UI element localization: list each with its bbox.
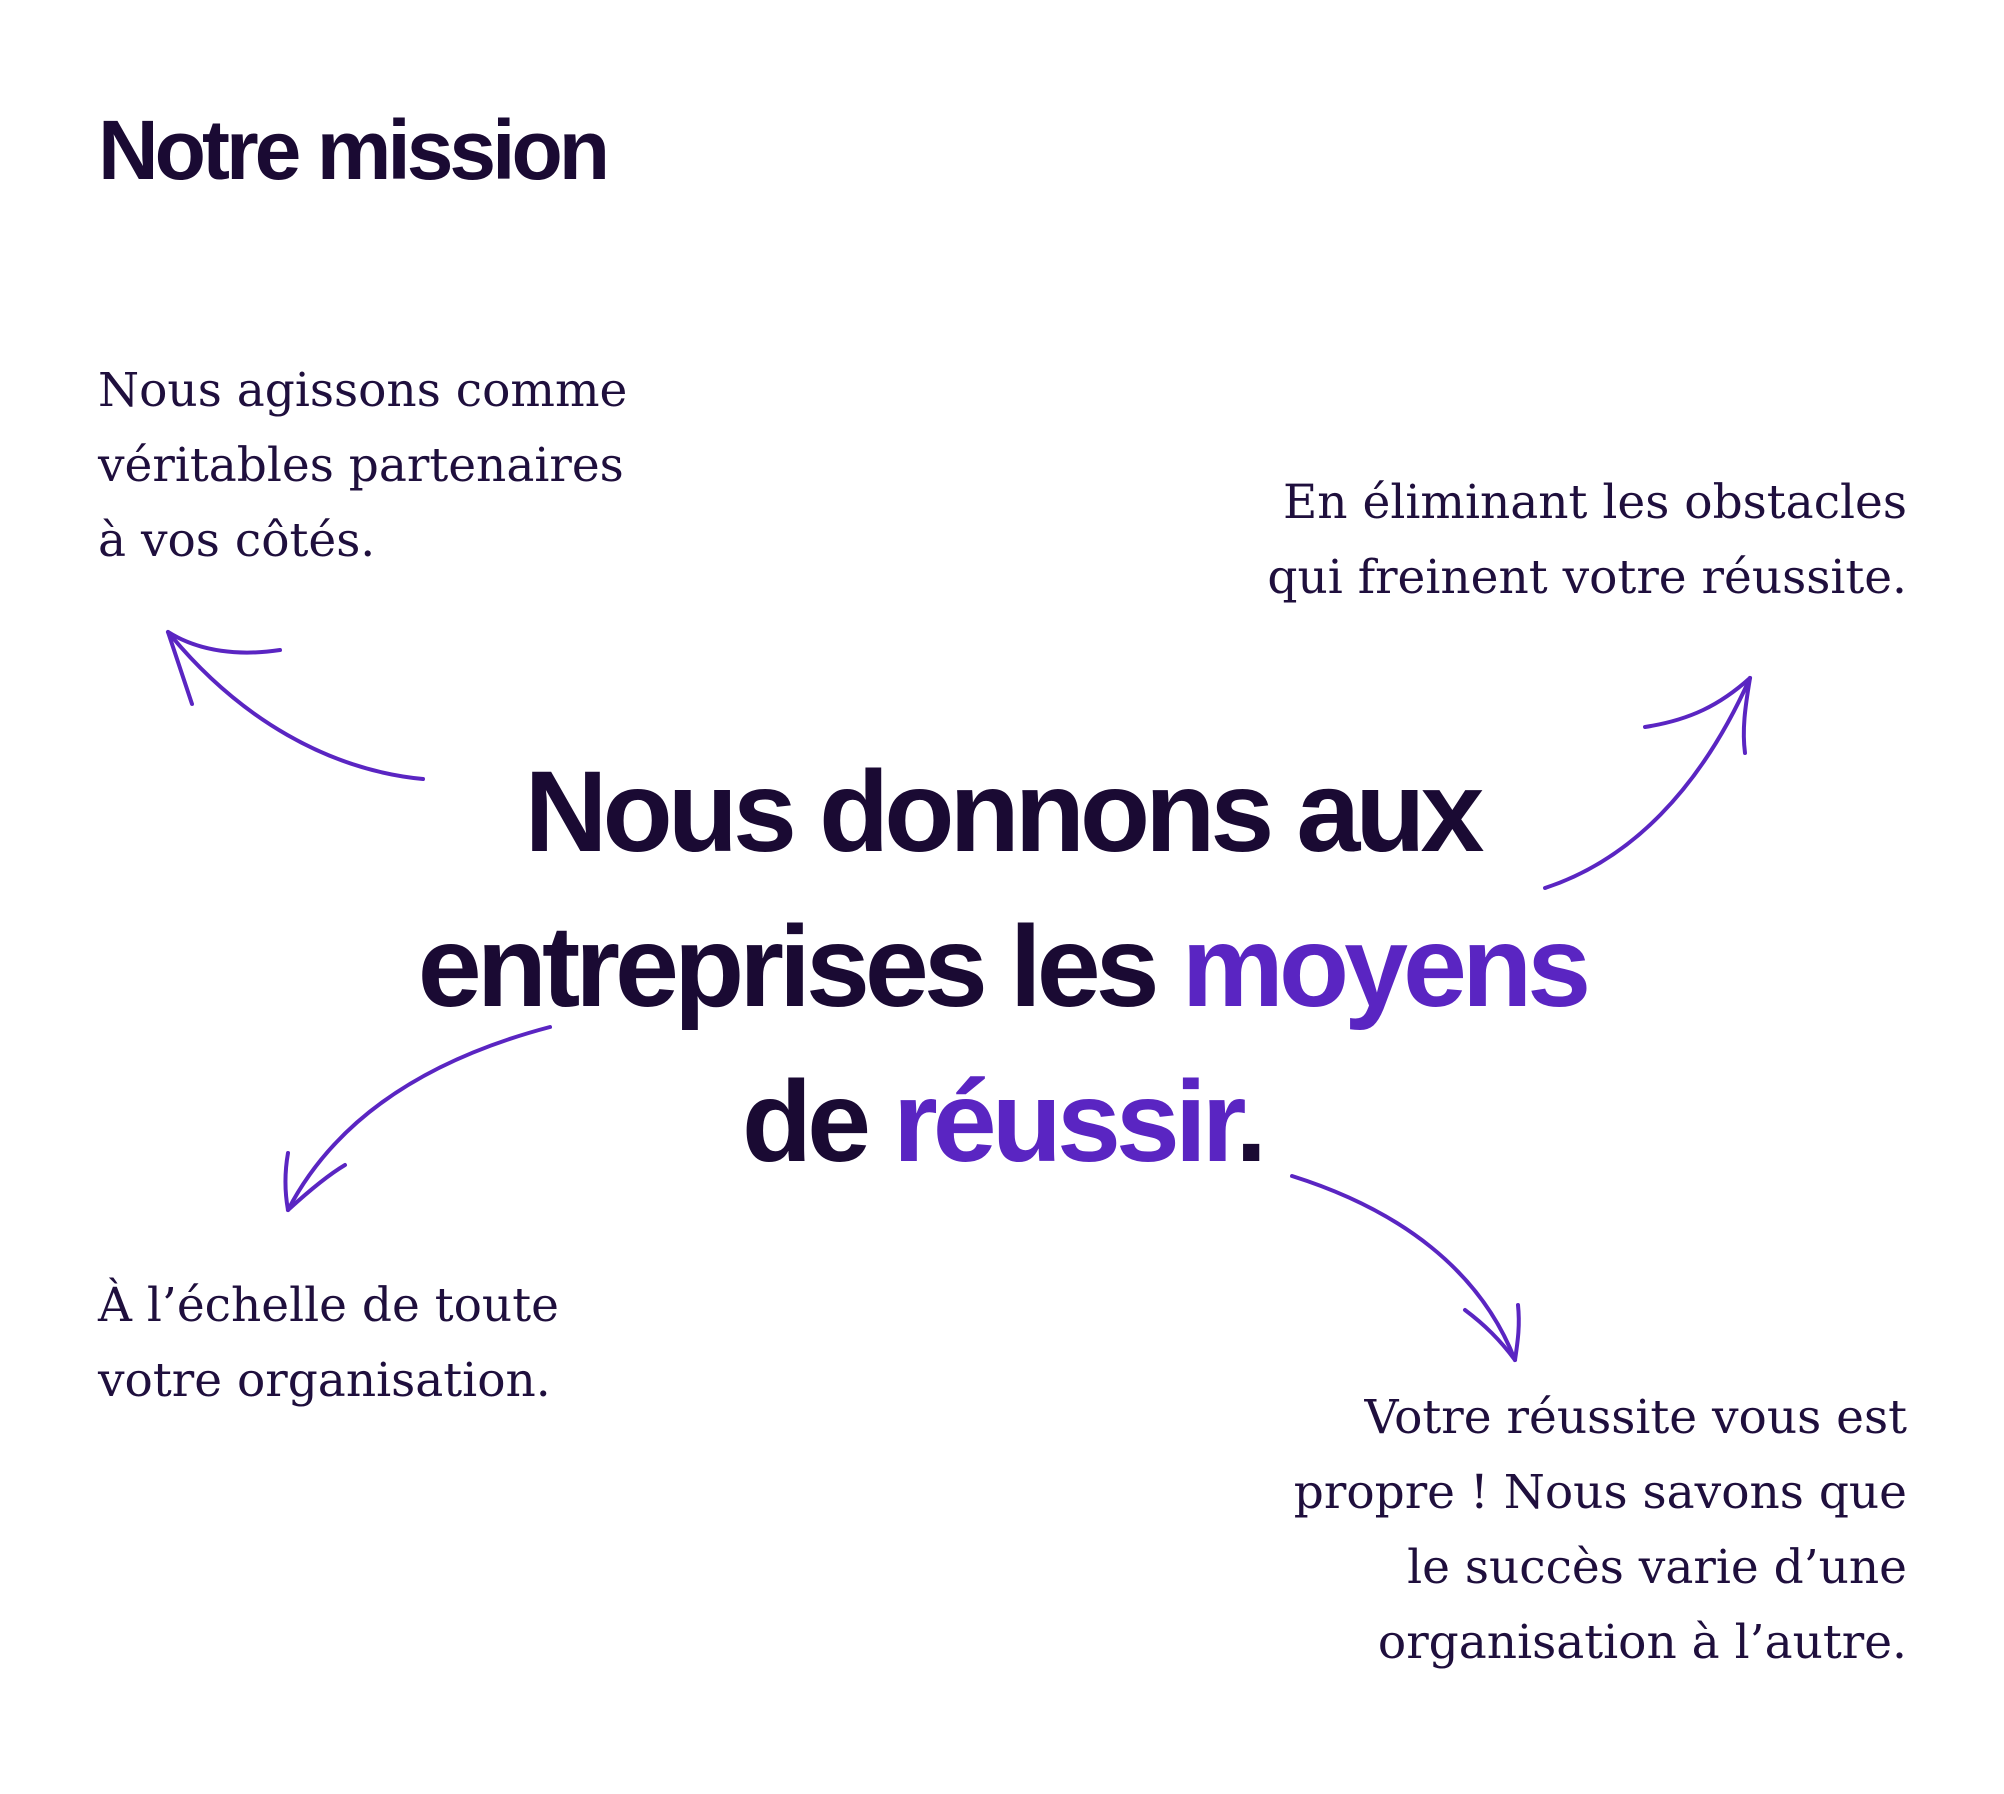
arrow-bottom-left-icon: [283, 1025, 552, 1212]
note-partners-line-3: à vos côtés.: [98, 513, 376, 568]
note-organization-line-2: votre organisation.: [98, 1353, 551, 1408]
note-success-line-2: propre ! Nous savons que: [1293, 1465, 1907, 1520]
statement-line-3: de réussir.: [0, 1045, 2004, 1200]
note-partners-line-2: véritables partenaires: [98, 438, 624, 493]
highlight-reussir: réussir: [892, 1058, 1240, 1186]
note-success: Votre réussite vous est propre ! Nous sa…: [1294, 1380, 1907, 1680]
arrow-top-right-icon: [1543, 676, 1752, 890]
statement-line-2: entreprises les moyens: [0, 890, 2004, 1045]
note-obstacles-line-2: qui freinent votre réussite.: [1267, 550, 1907, 605]
arrow-top-left-icon: [166, 630, 425, 781]
statement-line-2-text: entreprises les: [417, 903, 1182, 1031]
note-success-line-4: organisation à l’autre.: [1377, 1615, 1907, 1670]
note-partners: Nous agissons comme véritables partenair…: [98, 353, 627, 578]
note-organization: À l’échelle de toute votre organisation.: [98, 1268, 559, 1418]
arrow-bottom-right-icon: [1290, 1174, 1521, 1362]
page-title: Notre mission: [98, 103, 610, 197]
highlight-moyens: moyens: [1181, 903, 1592, 1031]
note-obstacles-line-1: En éliminant les obstacles: [1283, 475, 1907, 530]
note-success-line-3: le succès varie d’une: [1407, 1540, 1907, 1595]
note-success-line-1: Votre réussite vous est: [1364, 1390, 1908, 1445]
statement-line-3-text: de: [741, 1058, 893, 1186]
statement-line-1: Nous donnons aux: [524, 748, 1485, 876]
statement-period: .: [1235, 1058, 1267, 1186]
note-organization-line-1: À l’échelle de toute: [98, 1278, 559, 1333]
note-obstacles: En éliminant les obstacles qui freinent …: [1267, 465, 1907, 615]
note-partners-line-1: Nous agissons comme: [98, 363, 628, 418]
mission-statement: Nous donnons aux entreprises les moyens …: [0, 735, 2004, 1200]
